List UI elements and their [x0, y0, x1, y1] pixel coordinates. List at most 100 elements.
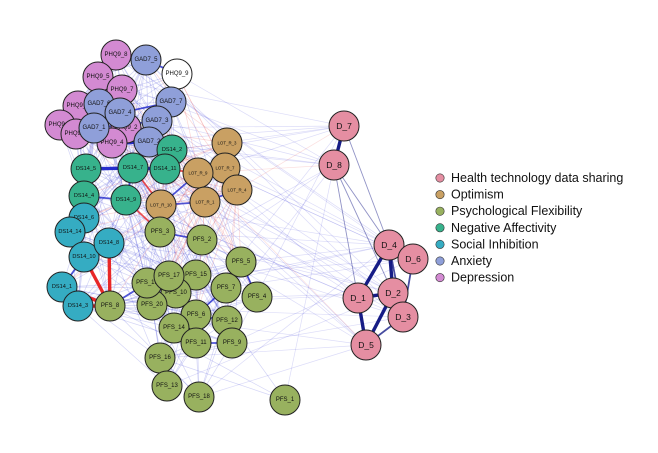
node-circle: [221, 174, 253, 206]
node-PFS_3: PFS_3: [144, 216, 176, 248]
node-PFS_4: PFS_4: [241, 281, 273, 313]
node-label: PFS_13: [156, 383, 178, 389]
node-label: D_5: [358, 340, 374, 350]
node-PFS_14: PFS_14: [158, 312, 190, 344]
edge-faint: [61, 286, 197, 316]
legend-label: Negative Affectivity: [451, 221, 557, 235]
node-DS14_3: DS14_3: [62, 290, 94, 322]
node-circle: [62, 290, 94, 322]
edge-D_7-D_4: [343, 125, 390, 246]
legend: Health technology data sharingOptimismPs…: [435, 171, 623, 285]
edge-faint: [164, 168, 197, 276]
node-label: PFS_3: [151, 229, 170, 235]
node-label: PFS_18: [188, 394, 210, 400]
legend-entry-pfs: Psychological Flexibility: [435, 204, 583, 218]
node-label: GAD7_2: [137, 139, 161, 145]
edge-faint: [125, 189, 238, 201]
edge-faint: [168, 167, 226, 277]
node-label: PHQ9_6: [66, 103, 90, 109]
node-label: DS14_2: [162, 147, 182, 153]
node-circle: [210, 272, 242, 304]
edge-faint: [121, 89, 226, 169]
edge-D_8-D_1: [333, 164, 359, 299]
node-circle: [328, 110, 360, 142]
edge-faint: [156, 120, 390, 246]
legend-entry-dep: Depression: [435, 271, 514, 285]
node-circle: [130, 44, 162, 76]
node-D_4: D_4: [373, 229, 405, 261]
legend-swatch: [435, 190, 445, 200]
edge-faint: [195, 167, 226, 276]
edge-faint: [108, 242, 242, 263]
legend-entry-anx: Anxiety: [435, 254, 493, 268]
node-circle: [158, 312, 190, 344]
node-DS14_8: DS14_8: [93, 227, 125, 259]
edge-faint: [61, 231, 161, 288]
edge-faint: [159, 357, 286, 401]
node-label: DS14_9: [116, 197, 136, 203]
legend-label: Depression: [451, 271, 514, 285]
edge-faint: [284, 164, 335, 401]
edge-faint: [108, 59, 147, 244]
edge-faint: [195, 189, 238, 276]
node-PFS_5: PFS_5: [225, 246, 257, 278]
edge-faint: [115, 54, 390, 246]
edge-faint: [97, 76, 345, 127]
node-circle: [104, 97, 136, 129]
node-label: PHQ9_4: [100, 140, 124, 146]
legend-swatch: [435, 223, 445, 233]
edge-faint: [145, 59, 394, 294]
node-label: PHQ9_2: [114, 125, 138, 131]
node-DS14_10: DS14_10: [68, 241, 100, 273]
node-label: DS14_11: [154, 166, 177, 172]
node-GAD7_5: GAD7_5: [130, 44, 162, 76]
node-label: GAD7_5: [134, 57, 158, 63]
node-label: PFS_1: [276, 397, 295, 403]
edge-faint: [132, 167, 228, 322]
edge-faint: [195, 201, 206, 316]
edge-D_8-D_4: [333, 164, 390, 246]
node-circle: [350, 329, 382, 361]
edge-faint: [145, 59, 404, 318]
edge-faint: [145, 59, 226, 169]
edge-faint: [156, 120, 335, 166]
node-label: PHQ9_9: [165, 71, 189, 77]
node-circle: [241, 281, 273, 313]
node-label: PFS_2: [193, 237, 212, 243]
node-label: PHQ9_1: [64, 131, 88, 137]
node-label: LOT_R_9: [188, 171, 208, 176]
node-circle: [110, 184, 142, 216]
node-label: DS14_8: [99, 240, 119, 246]
edge-faint: [151, 304, 200, 398]
node-circle: [117, 152, 149, 184]
node-circle: [78, 112, 110, 144]
legend-entry-optimism: Optimism: [435, 188, 504, 202]
node-circle: [149, 153, 181, 185]
edge-faint: [168, 164, 335, 277]
edge-faint: [85, 168, 170, 277]
node-circle: [100, 39, 132, 71]
node-label: D_7: [336, 121, 352, 131]
node-PHQ9_8: PHQ9_8: [100, 39, 132, 71]
legend-entry-soc: Social Inhibition: [435, 237, 539, 251]
edge-faint: [83, 195, 203, 241]
node-label: LOT_R_1: [195, 200, 215, 205]
node-label: PHQ9_7: [110, 87, 134, 93]
node-LOT_R_10: LOT_R_10: [145, 189, 177, 221]
node-label: DS14_1: [52, 284, 72, 290]
legend-swatch: [435, 206, 445, 216]
node-label: PHQ9_3: [48, 122, 72, 128]
edge-faint: [83, 172, 199, 219]
node-label: DS14_14: [58, 229, 81, 235]
edge-faint: [132, 167, 148, 284]
node-label: DS14_5: [76, 166, 96, 172]
edge-faint: [225, 189, 238, 289]
edge-faint: [204, 201, 258, 298]
node-label: DS14_4: [74, 193, 94, 199]
node-label: D_2: [385, 288, 401, 298]
node-circle: [373, 229, 405, 261]
node-label: PFS_10: [165, 290, 187, 296]
edge-faint: [83, 195, 170, 277]
node-label: D_6: [405, 254, 421, 264]
node-circle: [387, 301, 419, 333]
